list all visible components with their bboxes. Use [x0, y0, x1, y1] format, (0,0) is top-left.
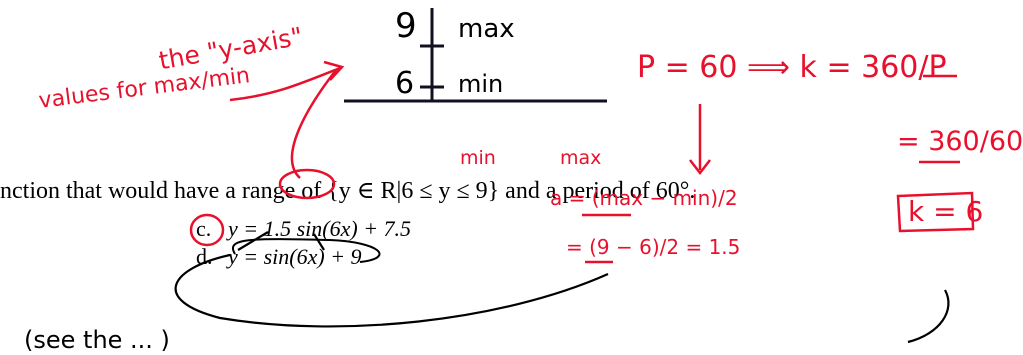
- period-step: = 360/60: [897, 126, 1023, 157]
- option-d-letter: d.: [196, 244, 213, 269]
- black-arrow-b: [313, 233, 325, 251]
- option-c-circle: [189, 213, 225, 247]
- black-loop-stroke: [174, 253, 609, 328]
- axis-top-value: 9: [395, 6, 417, 46]
- red-arrowhead: [323, 60, 345, 81]
- k-result: k = 6: [908, 195, 984, 228]
- red-arrow-to-axis: [229, 66, 341, 102]
- handwriting-strokes: [174, 8, 975, 344]
- a-formula: a = (max − min)/2: [550, 186, 738, 210]
- period-equation: P = 60 ⟹ k = 360/P: [637, 50, 947, 85]
- red-curve-to-range: [290, 69, 337, 179]
- range-circle: [278, 168, 336, 200]
- range-max-label: max: [560, 147, 602, 169]
- option-d: d. y = sin(6x) + 9: [196, 244, 362, 270]
- a-substitution: = (9 − 6)/2 = 1.5: [566, 235, 741, 259]
- k-result-box: [896, 191, 975, 233]
- black-arc-right: [907, 289, 950, 344]
- axis-bottom-label: min: [458, 70, 504, 98]
- period-arrowhead: [689, 159, 711, 176]
- black-arrow-a: [237, 231, 269, 251]
- axis-bottom-value: 6: [395, 66, 415, 101]
- option-d-equation: y = sin(6x) + 9: [228, 244, 362, 269]
- bottom-note: (see the ... ): [24, 326, 170, 354]
- option-c-letter: c.: [196, 216, 212, 241]
- range-min-label: min: [460, 147, 496, 169]
- axis-top-label: max: [458, 14, 515, 44]
- question-text: nction that would have a range of {y ∈ R…: [0, 178, 696, 204]
- option-d-oval: [232, 238, 381, 263]
- worksheet-page: nction that would have a range of {y ∈ R…: [0, 6, 1023, 354]
